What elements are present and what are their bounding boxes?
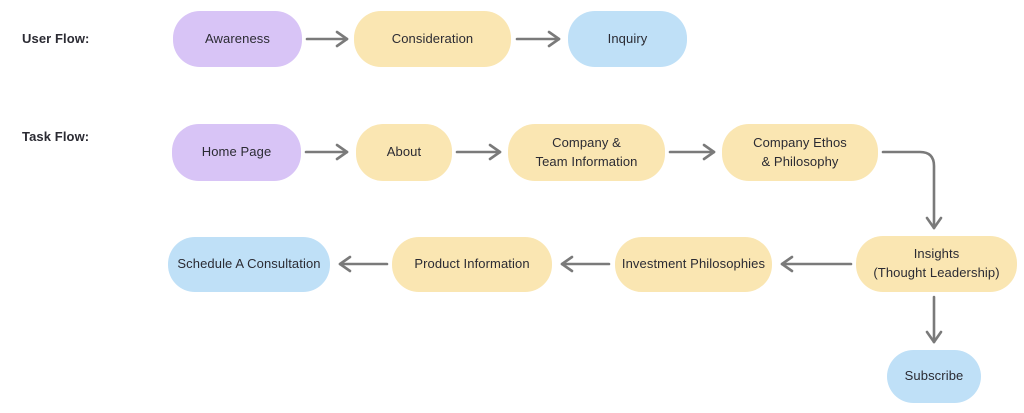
node-consideration-label: Consideration bbox=[391, 30, 474, 46]
node-consideration: Consideration bbox=[354, 11, 511, 67]
node-subscribe-label: Subscribe bbox=[904, 368, 964, 384]
node-product-information: Product Information bbox=[392, 237, 552, 292]
node-product-information-label: Product Information bbox=[414, 256, 530, 272]
node-inquiry-label: Inquiry bbox=[607, 30, 648, 46]
node-about-label: About bbox=[386, 144, 422, 160]
node-investment-philosophies: Investment Philosophies bbox=[615, 237, 772, 292]
node-home-page-label: Home Page bbox=[201, 144, 272, 160]
arrow-ethos-insights bbox=[881, 150, 943, 230]
node-inquiry: Inquiry bbox=[568, 11, 687, 67]
node-company-team-information: Company & Team Information bbox=[508, 124, 665, 181]
node-company-ethos-philosophy-label: Company Ethos & Philosophy bbox=[753, 134, 847, 169]
node-about: About bbox=[356, 124, 452, 181]
node-schedule-a-consultation: Schedule A Consultation bbox=[168, 237, 330, 292]
node-company-ethos-philosophy: Company Ethos & Philosophy bbox=[722, 124, 878, 181]
node-schedule-a-consultation-label: Schedule A Consultation bbox=[177, 256, 321, 272]
node-investment-philosophies-label: Investment Philosophies bbox=[621, 256, 766, 272]
node-home-page: Home Page bbox=[172, 124, 301, 181]
task-flow-label: Task Flow: bbox=[22, 129, 90, 144]
node-company-team-information-label: Company & Team Information bbox=[535, 134, 638, 169]
node-insights-thought-leadership-label: Insights (Thought Leadership) bbox=[873, 246, 1000, 280]
node-awareness-label: Awareness bbox=[205, 30, 270, 46]
user-flow-label: User Flow: bbox=[22, 31, 90, 46]
node-insights-thought-leadership: Insights (Thought Leadership) bbox=[856, 236, 1017, 292]
node-subscribe: Subscribe bbox=[887, 350, 981, 403]
node-awareness: Awareness bbox=[173, 11, 302, 67]
